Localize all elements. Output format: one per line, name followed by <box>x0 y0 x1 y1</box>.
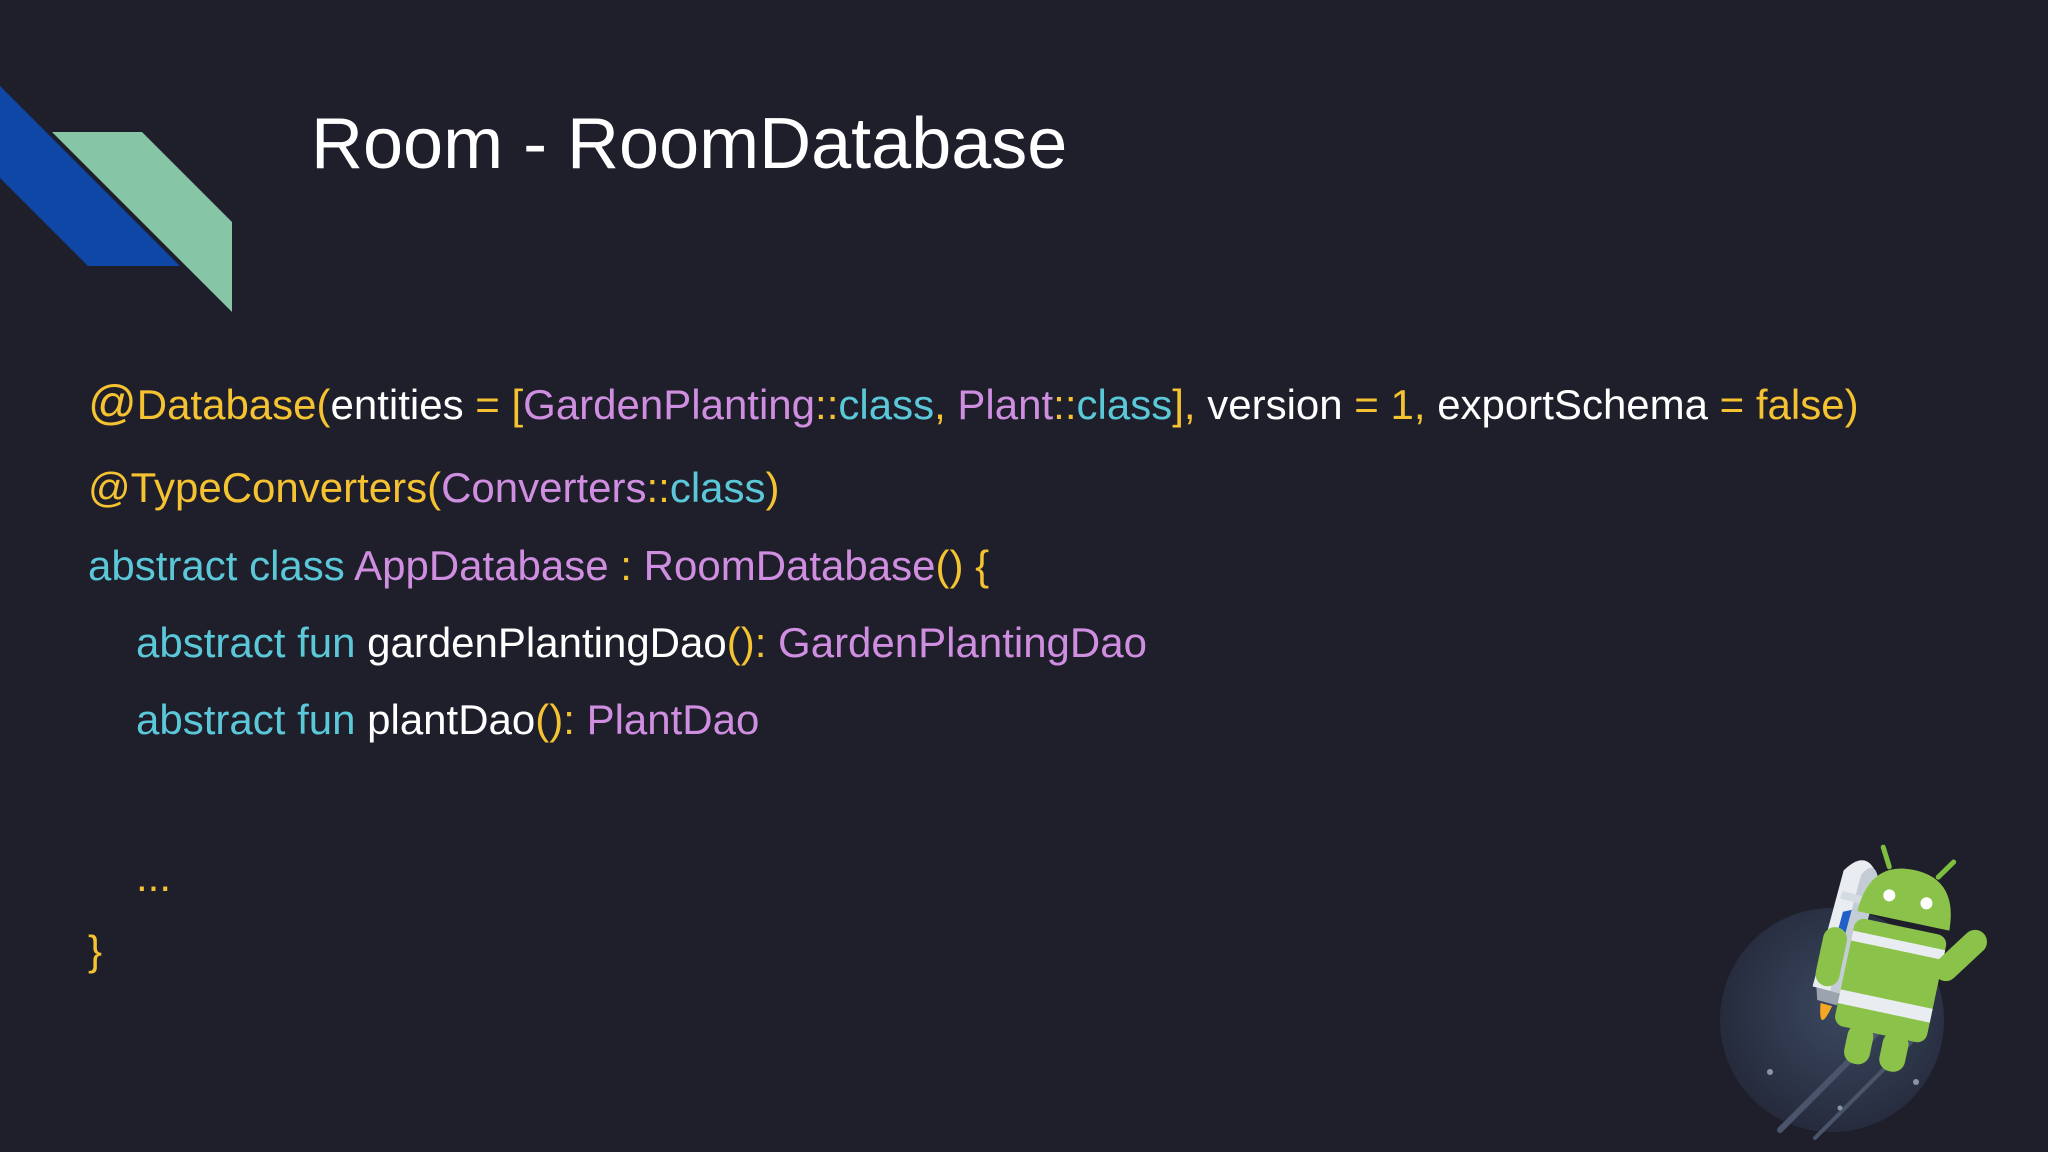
return-type: GardenPlantingDao <box>778 619 1147 666</box>
annotation-database: Database <box>136 381 317 428</box>
param-version: version <box>1207 381 1343 428</box>
equals: = <box>463 381 512 428</box>
paren-open: ( <box>316 381 331 428</box>
parens-colon: (): <box>535 696 587 743</box>
double-colon: :: <box>1053 381 1077 428</box>
keyword-class: class <box>838 381 935 428</box>
annotation-type-converters: @TypeConverters( <box>88 464 442 511</box>
colon: : <box>608 542 644 589</box>
keywords-abstract-fun: abstract fun <box>136 619 368 666</box>
bracket-open: [ <box>511 381 524 428</box>
keyword-class: class <box>1076 381 1173 428</box>
code-line-type-converters: @TypeConverters(Converters::class) <box>88 467 780 509</box>
bracket-close: ] <box>1172 381 1184 428</box>
parens-brace: () { <box>935 542 990 589</box>
equals: = <box>1708 381 1756 428</box>
code-line-database-annotation: @Database(entities = [GardenPlanting::cl… <box>88 380 1859 428</box>
double-colon: :: <box>815 381 839 428</box>
class-plant: Plant <box>957 381 1054 428</box>
keywords-abstract-fun: abstract fun <box>136 696 368 743</box>
double-colon: :: <box>646 464 670 511</box>
code-line-plant-dao: abstract fun plantDao(): PlantDao <box>136 699 759 741</box>
version-value: 1 <box>1390 381 1414 428</box>
function-name: plantDao <box>367 696 536 743</box>
class-garden-planting: GardenPlanting <box>523 381 816 428</box>
code-line-garden-planting-dao: abstract fun gardenPlantingDao(): Garden… <box>136 622 1147 664</box>
paren-close: ) <box>765 464 780 511</box>
class-converters: Converters <box>441 464 647 511</box>
parens-colon: (): <box>726 619 779 666</box>
code-ellipsis: ... <box>136 853 172 900</box>
function-name: gardenPlantingDao <box>367 619 727 666</box>
at-sign: @ <box>88 377 137 430</box>
comma: , <box>934 381 958 428</box>
keyword-class: class <box>669 464 766 511</box>
green-stripe <box>52 132 232 312</box>
blue-stripe <box>0 86 180 266</box>
return-type: PlantDao <box>586 696 760 743</box>
comma: , <box>1413 381 1438 428</box>
class-room-database: RoomDatabase <box>643 542 936 589</box>
comma: , <box>1183 381 1208 428</box>
closing-brace: } <box>88 927 103 974</box>
param-entities: entities <box>330 381 464 428</box>
paren-close: ) <box>1844 381 1859 428</box>
code-line-class-declaration: abstract class AppDatabase : RoomDatabas… <box>88 545 989 587</box>
slide-title: Room - RoomDatabase <box>311 104 1068 184</box>
android-rocket-icon <box>1720 844 1987 1140</box>
param-export-schema: exportSchema <box>1437 381 1709 428</box>
export-schema-value: false <box>1755 381 1845 428</box>
corner-stripes-icon <box>0 86 232 312</box>
class-app-database: AppDatabase <box>354 542 609 589</box>
keywords-abstract-class: abstract class <box>88 542 355 589</box>
equals: = <box>1342 381 1391 428</box>
